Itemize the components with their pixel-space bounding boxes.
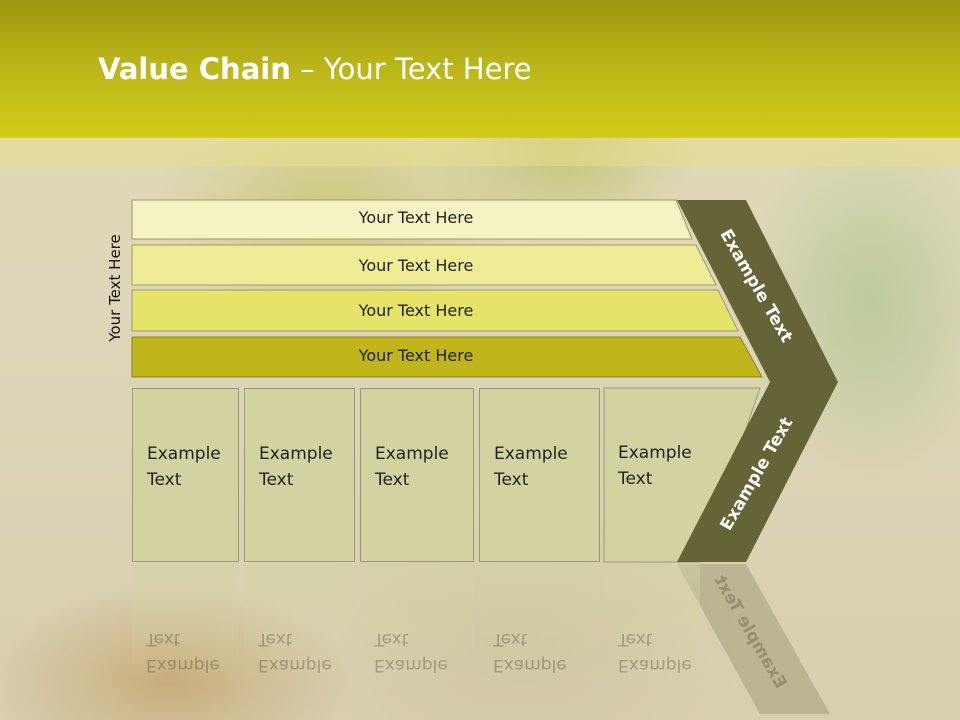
box-2-reflection-text: Example Text <box>258 629 332 675</box>
box-4-reflection: Example Text <box>479 564 600 714</box>
box-4: Example Text <box>479 388 600 562</box>
slide-title: Value Chain – Your Text Here <box>98 52 532 86</box>
box-3-text: Example Text <box>375 444 449 490</box>
bar-1 <box>131 199 693 240</box>
bar-3-label: Your Text Here <box>358 301 474 320</box>
box-3: Example Text <box>360 388 474 562</box>
title-bold: Value Chain <box>98 52 291 86</box>
title-rest: – Your Text Here <box>290 52 532 86</box>
box-4-text: Example Text <box>494 444 568 490</box>
bar-2-label: Your Text Here <box>358 256 474 275</box>
box-5-text: Example Text <box>618 443 692 489</box>
box-5-reflection-text: Example Text <box>618 629 692 675</box>
box-2-reflection: Example Text <box>244 564 355 714</box>
banner-band <box>0 138 960 166</box>
box-3-reflection-text: Example Text <box>374 629 448 675</box>
box-5-reflection: Example Text <box>604 564 700 714</box>
box-2: Example Text <box>244 388 355 562</box>
bar-4-label: Your Text Here <box>358 346 474 365</box>
box-1-reflection-text: Example Text <box>146 629 220 675</box>
box-1-reflection: Example Text <box>132 564 239 714</box>
bar-1-label: Your Text Here <box>358 208 474 227</box>
chevron-reflection <box>677 564 830 714</box>
title-banner <box>0 0 960 138</box>
box-3-reflection: Example Text <box>360 564 474 714</box>
box-1: Example Text <box>132 388 239 562</box>
box-5: Example Text <box>604 388 704 562</box>
bar-4 <box>131 336 763 378</box>
box-2-text: Example Text <box>259 444 333 490</box>
bar-3 <box>131 289 739 332</box>
chevron-bottom <box>677 382 838 562</box>
box-1-text: Example Text <box>147 444 221 490</box>
chevron-top <box>677 200 838 382</box>
bar-2 <box>131 244 717 286</box>
box-4-reflection-text: Example Text <box>493 629 567 675</box>
